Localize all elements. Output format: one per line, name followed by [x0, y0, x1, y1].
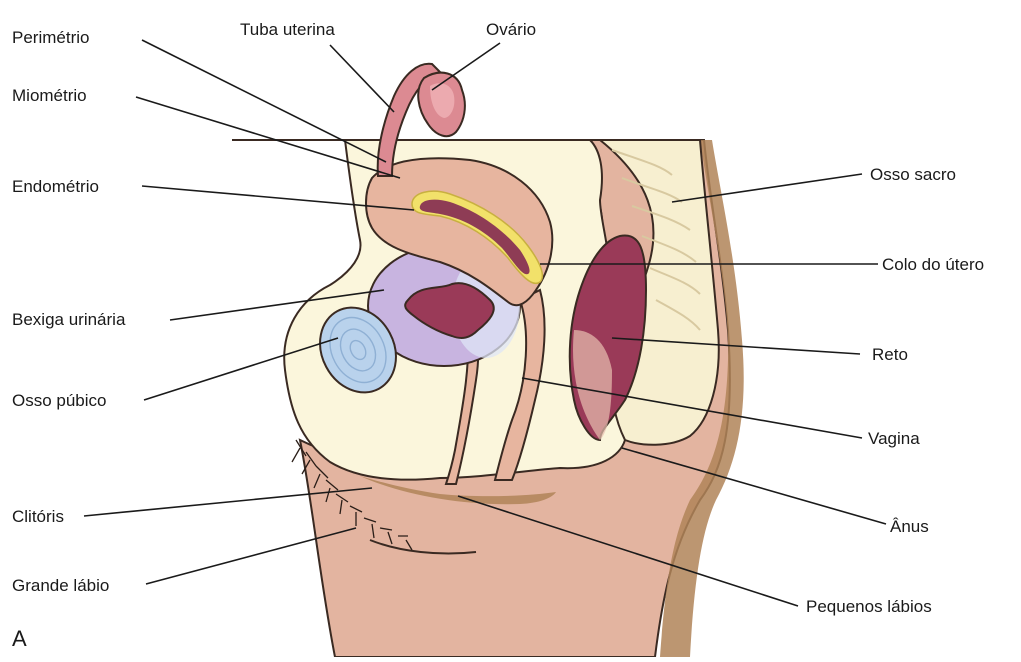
label-pequenos-labios: Pequenos lábios: [806, 597, 932, 616]
label-endometrio: Endométrio: [12, 177, 99, 196]
label-bexiga-urinaria: Bexiga urinária: [12, 310, 126, 329]
label-osso-sacro: Osso sacro: [870, 165, 956, 184]
label-reto: Reto: [872, 345, 908, 364]
label-perimetrio: Perimétrio: [12, 28, 89, 47]
leader-tuba-uterina: [330, 45, 394, 112]
label-tuba-uterina: Tuba uterina: [240, 20, 335, 39]
leader-perimetrio: [142, 40, 386, 162]
label-grande-labio: Grande lábio: [12, 576, 109, 595]
label-clitoris: Clitóris: [12, 507, 64, 526]
label-colo-do-utero: Colo do útero: [882, 255, 984, 274]
label-anus: Ânus: [890, 517, 929, 536]
leader-miometrio: [136, 97, 400, 178]
label-ovario: Ovário: [486, 20, 536, 39]
leader-ovario: [432, 43, 500, 90]
label-osso-pubico: Osso púbico: [12, 391, 107, 410]
panel-letter: A: [12, 626, 27, 651]
label-vagina: Vagina: [868, 429, 920, 448]
label-miometrio: Miométrio: [12, 86, 87, 105]
